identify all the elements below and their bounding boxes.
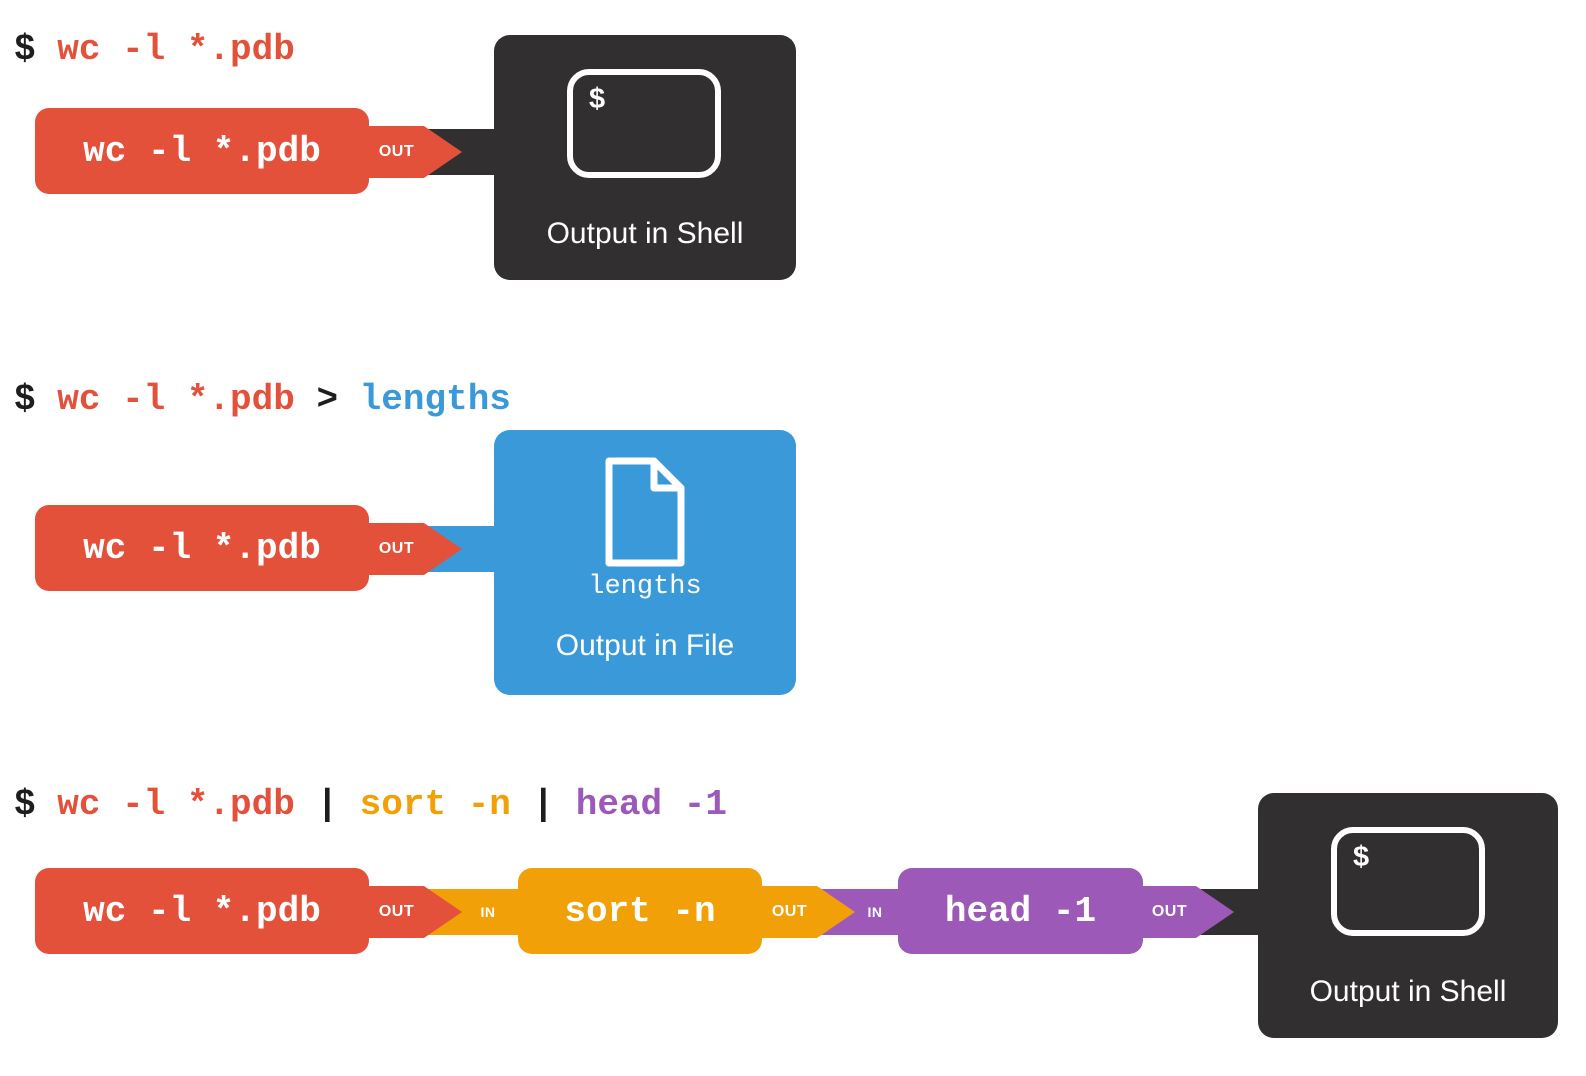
command-text-sort: sort -n bbox=[359, 784, 511, 825]
terminal-window-icon: $ bbox=[1331, 827, 1485, 936]
command-text-wc: wc -l *.pdb bbox=[57, 379, 295, 420]
command-box-wc: wc -l *.pdb bbox=[35, 505, 369, 591]
out-port: OUT bbox=[762, 886, 817, 938]
command-line-3: $ wc -l *.pdb | sort -n | head -1 bbox=[14, 785, 727, 825]
output-in-file-box: lengths Output in File bbox=[494, 430, 796, 695]
output-in-shell-caption: Output in Shell bbox=[1309, 975, 1507, 1008]
document-icon bbox=[494, 456, 796, 568]
command-line-2: $ wc -l *.pdb > lengths bbox=[14, 380, 511, 420]
out-port-label: OUT bbox=[378, 903, 415, 920]
out-port: OUT bbox=[369, 523, 424, 575]
in-port-label: IN bbox=[867, 904, 883, 920]
command-text-head: head -1 bbox=[575, 784, 727, 825]
command-box-head: head -1 bbox=[898, 868, 1143, 954]
command-box-wc: wc -l *.pdb bbox=[35, 868, 369, 954]
out-port-label: OUT bbox=[771, 903, 808, 920]
pipe-operator: | bbox=[294, 784, 360, 825]
terminal-prompt: $ bbox=[1353, 841, 1370, 873]
out-port-label: OUT bbox=[1151, 903, 1188, 920]
shell-prompt: $ bbox=[14, 784, 58, 825]
command-box-label: wc -l *.pdb bbox=[83, 527, 321, 569]
output-in-shell-caption: Output in Shell bbox=[546, 217, 744, 250]
pipe-operator: | bbox=[510, 784, 576, 825]
terminal-prompt: $ bbox=[589, 83, 606, 115]
shell-prompt: $ bbox=[14, 379, 58, 420]
out-port: OUT bbox=[1143, 886, 1196, 938]
out-port: OUT bbox=[369, 126, 424, 178]
shell-prompt: $ bbox=[14, 29, 58, 70]
output-in-shell-box: $ Output in Shell bbox=[494, 35, 796, 280]
command-text-wc: wc -l *.pdb bbox=[57, 29, 295, 70]
command-box-label: wc -l *.pdb bbox=[83, 890, 321, 932]
command-text-wc: wc -l *.pdb bbox=[57, 784, 295, 825]
command-box-sort: sort -n bbox=[518, 868, 762, 954]
output-in-file-caption: Output in File bbox=[555, 629, 735, 662]
filename-text: lengths bbox=[359, 379, 511, 420]
command-box-wc: wc -l *.pdb bbox=[35, 108, 369, 194]
command-box-label: wc -l *.pdb bbox=[83, 130, 321, 172]
terminal-window-icon: $ bbox=[567, 69, 721, 178]
file-name-label: lengths bbox=[588, 572, 702, 602]
out-port: OUT bbox=[369, 886, 424, 938]
command-box-label: sort -n bbox=[564, 890, 716, 932]
output-in-shell-box: $ Output in Shell bbox=[1258, 793, 1558, 1038]
out-port-label: OUT bbox=[378, 143, 415, 160]
redirect-operator: > bbox=[294, 379, 360, 420]
command-line-1: $ wc -l *.pdb bbox=[14, 30, 295, 70]
command-box-label: head -1 bbox=[944, 890, 1097, 932]
out-port-label: OUT bbox=[378, 540, 415, 557]
in-port-label: IN bbox=[480, 904, 496, 920]
